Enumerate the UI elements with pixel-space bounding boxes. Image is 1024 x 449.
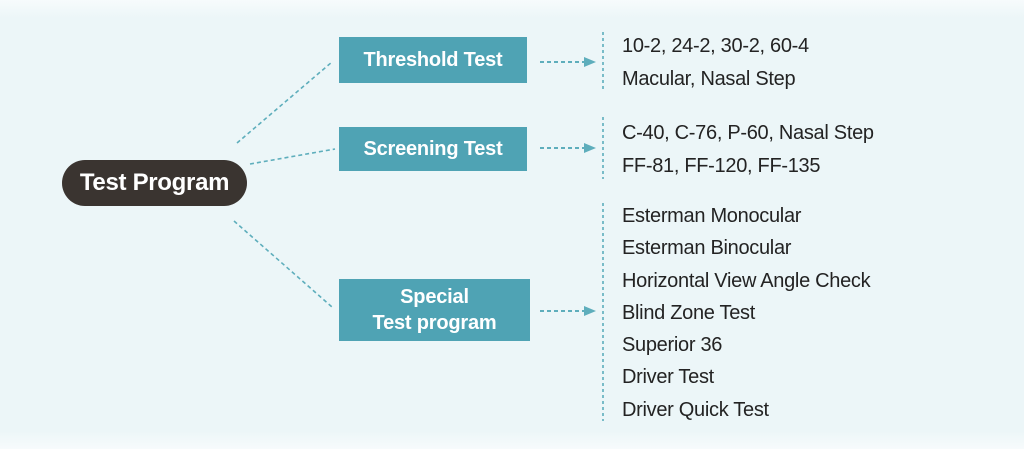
branch-box-label-line: Test program: [372, 312, 497, 334]
root-node-label: Test Program: [79, 169, 230, 196]
list-item: Esterman Monocular: [622, 205, 802, 227]
branch-box-special-test-program: Special Test program: [339, 279, 530, 341]
list-item: Horizontal View Angle Check: [622, 269, 871, 292]
list-item: FF-81, FF-120, FF-135: [622, 155, 821, 177]
arrowhead-icon: [584, 306, 596, 316]
list-item: Driver Quick Test: [622, 398, 769, 421]
branch-box-label: Threshold Test: [363, 49, 503, 71]
test-list-special: Esterman Monocular Esterman Binocular Ho…: [622, 200, 871, 426]
arrowhead-icon: [584, 143, 596, 153]
root-node-test-program: Test Program: [62, 160, 247, 206]
connector-root-screening: [249, 148, 336, 165]
branch-box-threshold-test: Threshold Test: [339, 37, 527, 83]
branch-box-screening-test: Screening Test: [339, 127, 527, 171]
list-item: Esterman Binocular: [622, 237, 792, 260]
test-list-screening: C-40, C-76, P-60, Nasal Step FF-81, FF-1…: [622, 117, 874, 183]
list-item: Macular, Nasal Step: [622, 68, 796, 90]
branch-box-label-line: Special: [400, 286, 469, 308]
list-item: Superior 36: [622, 334, 723, 357]
list-item: Driver Test: [622, 366, 714, 389]
list-item: Blind Zone Test: [622, 301, 755, 324]
arrowhead-icon: [584, 57, 596, 67]
connector-root-threshold: [236, 61, 333, 144]
test-list-threshold: 10-2, 24-2, 30-2, 60-4 Macular, Nasal St…: [622, 30, 809, 96]
list-item: C-40, C-76, P-60, Nasal Step: [622, 122, 874, 144]
branch-box-label: Screening Test: [363, 138, 503, 160]
connector-root-special: [233, 220, 333, 308]
list-item: 10-2, 24-2, 30-2, 60-4: [622, 35, 809, 57]
